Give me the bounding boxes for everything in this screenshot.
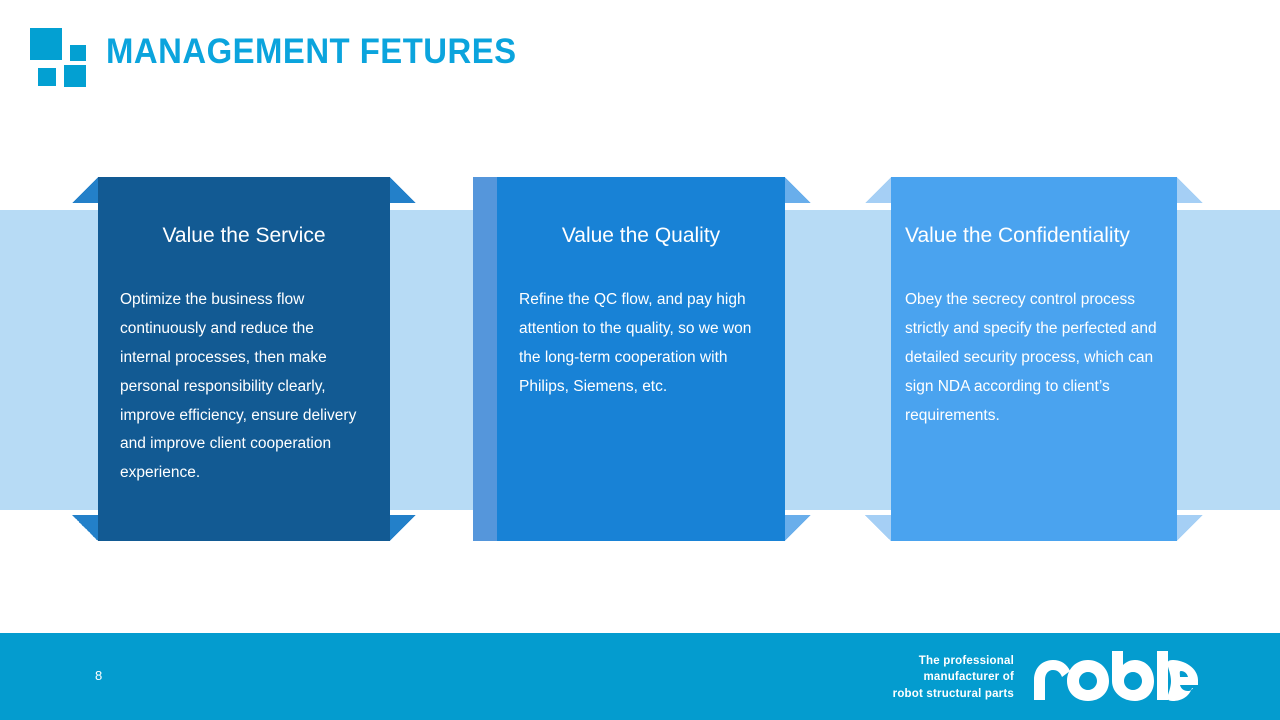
logo-square-small-bottom-left [38,68,56,86]
footer-tagline-line-1: The professional [918,655,1014,667]
card-side-strip [473,177,497,541]
card-panel: Value the Confidentiality Obey the secre… [891,177,1177,541]
slide-header: MANAGEMENT FETURES [0,0,1280,110]
card-wing-bottom-left-icon [72,515,98,541]
card-wing-bottom-left-icon [865,515,891,541]
card-body: Refine the QC flow, and pay high attenti… [519,291,752,395]
card-wing-bottom-right-icon [390,515,416,541]
card-wing-bottom-right-icon [785,515,811,541]
card-wing-top-left-icon [72,177,98,203]
feature-card-quality[interactable]: Value the Quality Refine the QC flow, an… [473,177,811,541]
card-title: Value the Confidentiality [905,224,1130,247]
logo-square-medium-bottom-right [64,65,86,87]
slide-number: 8 [95,668,103,683]
card-wing-top-right-icon [1177,177,1203,203]
card-body: Optimize the business flow continuously … [120,291,357,482]
card-wing-top-right-icon [390,177,416,203]
card-panel: Value the Service Optimize the business … [98,177,390,541]
footer-tagline: The professional manufacturer of robot s… [893,653,1014,702]
page-title: MANAGEMENT FETURES [106,32,517,71]
card-wing-top-left-icon [865,177,891,203]
footer-tagline-line-2: manufacturer of [923,671,1014,684]
logo-square-small-top-right [70,45,86,61]
slide-footer [0,633,1280,720]
card-title: Value the Quality [561,224,721,247]
footer-tagline-line-3: robot structural parts [892,687,1014,700]
noble-wordmark-logo-icon [1034,651,1198,701]
card-title: Value the Service [162,224,326,247]
card-body: Obey the secrecy control process strictl… [905,291,1157,424]
logo-square-large [30,28,62,60]
feature-card-confidentiality[interactable]: Value the Confidentiality Obey the secre… [865,177,1203,541]
four-squares-logo-icon [30,28,86,87]
card-wing-top-right-icon [785,177,811,203]
card-wing-bottom-right-icon [1177,515,1203,541]
feature-card-service[interactable]: Value the Service Optimize the business … [72,177,416,541]
card-panel: Value the Quality Refine the QC flow, an… [497,177,785,541]
